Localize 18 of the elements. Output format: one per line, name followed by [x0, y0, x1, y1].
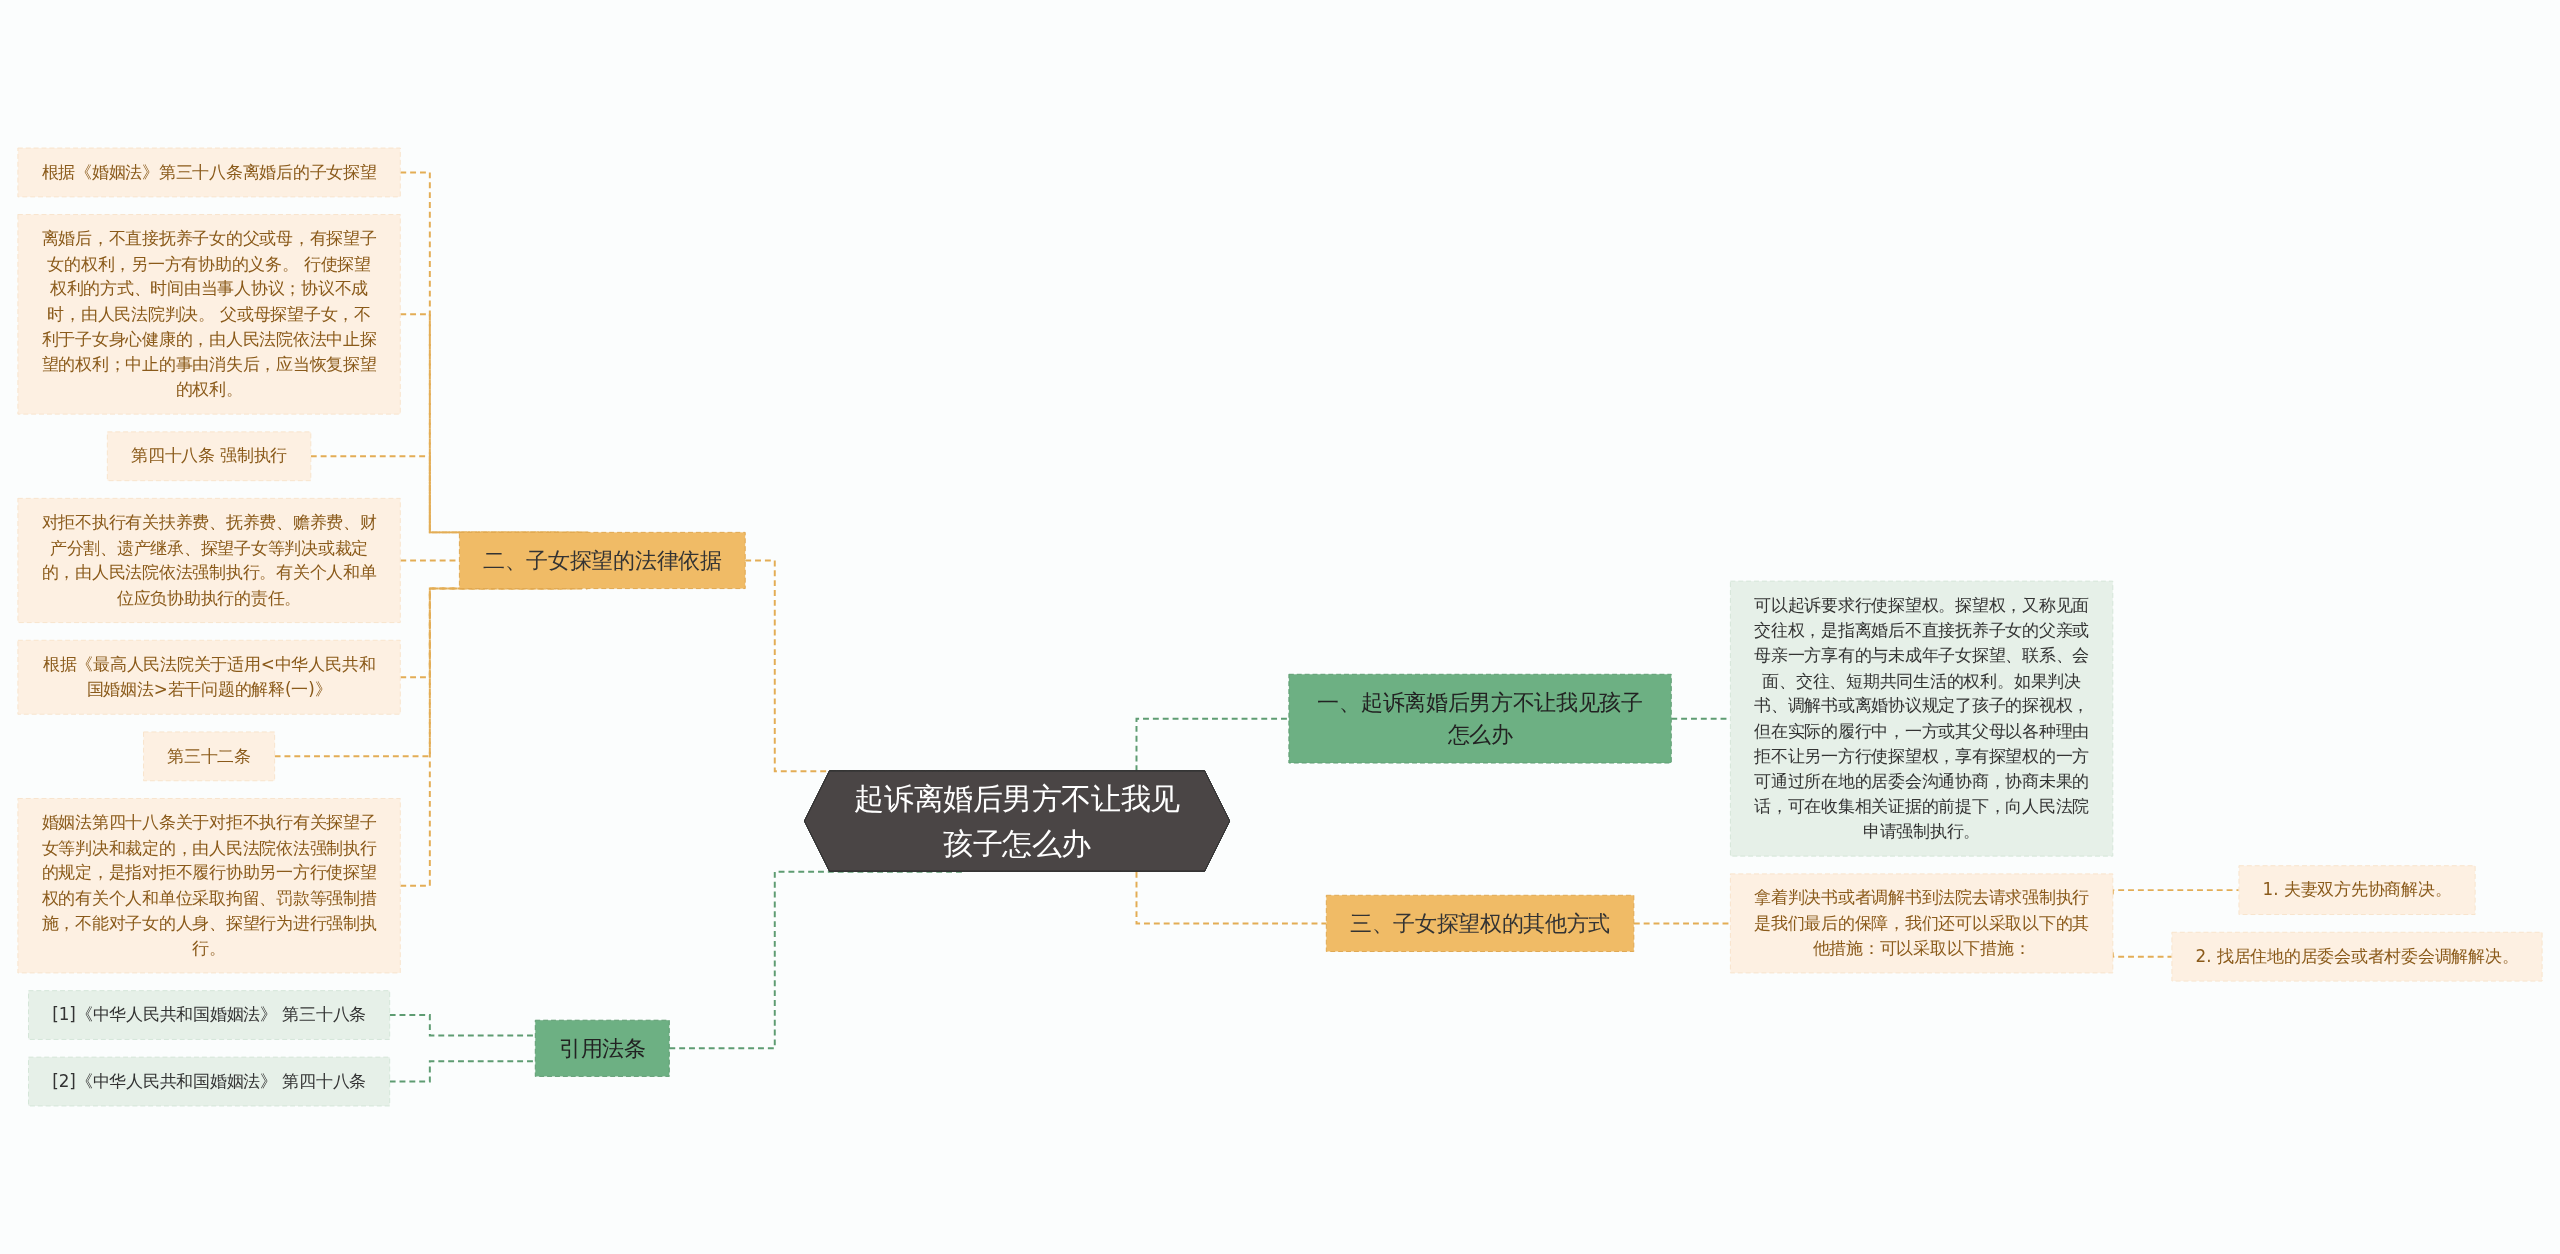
node-box: 1. 夫妻双方先协商解决。 — [2238, 865, 2476, 916]
node-box: 二、子女探望的法律依据 — [458, 531, 746, 590]
node-box: 第四十八条 强制执行 — [106, 431, 312, 482]
node-box: 一、起诉离婚后男方不让我见孩子怎么办 — [1288, 673, 1672, 764]
node-box: 根据《最高人民法院关于适用<中华人民共和国婚姻法>若干问题的解释(一)》 — [17, 639, 401, 715]
connector — [1135, 870, 1328, 925]
node-box: 引用法条 — [534, 1019, 670, 1077]
node-box: [2]《中华人民共和国婚姻法》 第四十八条 — [28, 1056, 391, 1107]
node-box: 可以起诉要求行使探望权。探望权，又称见面交往权，是指离婚后不直接抚养子女的父亲或母亲一方享有的与未成年子女探望、联系、会面、交往、短期共同生活的权利。如果判决书、调解书或离婚协议规定了孩子的探视权，但在实际的履行中，一方或其父母以各种理由拒不让另一方行使探望权，享有探望权的一方可通过所在地的居委会沟通协商，协商未果的话，可在收集相关证据的前提下，向人民法院申请强制执行。 — [1729, 580, 2114, 857]
node-box: 婚姻法第四十八条关于对拒不执行有关探望子女等判决和裁定的，由人民法院依法强制执行的规定，是指对拒不履行协助另一方行使探望权的有关个人和单位采取拘留、罚款等强制措施，不能对子女的人身、探望行为进行强制执行。 — [17, 798, 401, 974]
node-box: 离婚后，不直接抚养子女的父或母，有探望子女的权利，另一方有协助的义务。 行使探望权利的方式、时间由当事人协议；协议不成时，由人民法院判决。 父或母探望子女，不利于子女身心健康的，由人民法院依法中止探望的权利；中止的事由消失后，应当恢复探望的权利。 — [17, 214, 401, 415]
node-box: [1]《中华人民共和国婚姻法》 第三十八条 — [28, 990, 391, 1040]
node-box: 2. 找居住地的居委会或者村委会调解解决。 — [2171, 931, 2543, 982]
node-box: 对拒不执行有关扶养费、抚养费、赡养费、财产分割、遗产继承、探望子女等判决或裁定的，由人民法院依法强制执行。有关个人和单位应负协助执行的责任。 — [17, 497, 401, 624]
node-box: 拿着判决书或者调解书到法院去请求强制执行是我们最后的保障，我们还可以采取以下的其他措施：可以采取以下措施： — [1729, 873, 2114, 974]
node-box: 第三十二条 — [143, 731, 276, 782]
node-box: 三、子女探望权的其他方式 — [1325, 894, 1635, 952]
node-box: 根据《婚姻法》第三十八条离婚后的子女探望 — [17, 147, 401, 198]
